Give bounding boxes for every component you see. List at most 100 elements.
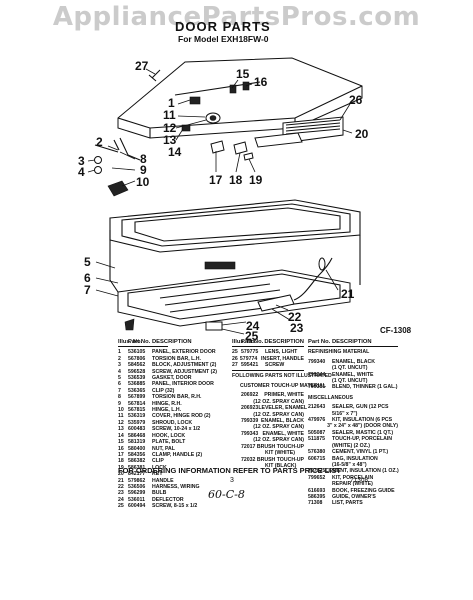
part-number: 579862	[128, 477, 146, 484]
part-number: 799381	[308, 384, 326, 391]
callout-6: 6	[84, 271, 91, 285]
header-description: DESCRIPTION	[332, 339, 372, 345]
callout-13: 13	[163, 133, 177, 147]
part-description: CLIP (32)	[152, 387, 175, 394]
illus-no: 23	[118, 490, 124, 497]
part-description: (12 OZ. SPRAY CAN)	[253, 424, 304, 431]
part-number: 579774	[239, 355, 258, 362]
part-description: LOCK	[152, 464, 167, 471]
callout-7: 7	[84, 283, 91, 297]
part-number: 576380	[308, 449, 326, 456]
part-number: 600483	[128, 426, 146, 433]
part-number: 799344	[308, 371, 326, 378]
part-number: 212643	[308, 404, 326, 411]
part-description: BRUSH TOUCH-UP	[256, 443, 304, 450]
leader-lines	[87, 68, 353, 335]
section-misc: MISCELLANEOUS	[308, 394, 353, 401]
ordering-notice: FOR ORDERING INFORMATION REFER TO PARTS …	[118, 466, 341, 475]
part-description: SCREW, ADJUSTMENT (2)	[152, 368, 217, 375]
illus-no: 8	[118, 394, 121, 401]
handle-insert	[254, 116, 344, 148]
page-subtitle: For Model EXH18FW-0	[178, 34, 269, 44]
part-description: BLOCK, ADJUSTMENT (2)	[152, 362, 217, 369]
part-number: 535979	[128, 419, 146, 426]
part-description: SCREW, 10-24 x 1/2	[152, 426, 201, 433]
part-number: 536506	[128, 483, 146, 490]
part-number: 584356	[128, 451, 146, 458]
callout-12: 12	[163, 121, 177, 135]
callout-14: 14	[168, 145, 182, 159]
part-description: CEMENT, VINYL (1 PT.)	[332, 449, 389, 456]
document-code: 71308	[350, 477, 369, 484]
part-description: BAG, INSULATION	[332, 455, 378, 462]
part-number: 600494	[128, 503, 146, 510]
callout-15: 15	[236, 67, 250, 81]
handwritten-note: 60-C-8	[208, 488, 245, 501]
part-number: 505087	[308, 429, 326, 436]
part-description: SHROUD, LOCK	[152, 419, 193, 426]
part-description: SCREW	[265, 362, 285, 369]
part-description: (12 OZ. SPRAY CAN)	[253, 437, 304, 444]
callout-10: 10	[136, 175, 150, 189]
part-description: PANEL, INTERIOR DOOR	[152, 381, 214, 388]
part-number: 579775	[241, 349, 259, 356]
part-description: HINGE, R.H.	[152, 400, 182, 407]
part-description: BOOK, FREEZING GUIDE	[332, 487, 395, 494]
header-description: DESCRIPTION	[152, 339, 192, 345]
part-description: KIT, INSULATION (6 PCS	[332, 417, 393, 424]
part-number: 596528	[128, 368, 146, 375]
part-number: 799652	[308, 474, 326, 481]
part-number: 536011	[128, 496, 146, 503]
part-number: 586395	[308, 493, 326, 500]
illus-no: 7	[118, 387, 121, 394]
part-description: 3" x 24" x 48") (DOOR ONLY)	[327, 423, 398, 430]
header-part-no: Part No.	[308, 339, 331, 345]
part-number: 580400	[128, 445, 146, 452]
part-description: (1 QT. UNCUT)	[332, 365, 368, 372]
callout-20: 20	[355, 127, 369, 141]
table-row: (12 OZ. SPRAY CAN)	[232, 412, 304, 418]
part-description: ENAMEL, BLACK	[332, 358, 375, 365]
table-row: KIT (WHITE)	[232, 450, 304, 456]
part-number: 567814	[128, 400, 146, 407]
illus-no: 4	[118, 368, 121, 375]
illus-no: 13	[118, 426, 124, 433]
part-description: LENS, LIGHT	[265, 349, 298, 356]
illus-no: 24	[118, 496, 124, 503]
part-description: (WHITE) (2 OZ.)	[332, 442, 371, 449]
part-number: 616693	[308, 487, 326, 494]
callout-27: 27	[135, 59, 149, 73]
part-description: HINGE, L.H.	[152, 407, 182, 414]
part-description: PANEL, EXTERIOR DOOR	[152, 349, 216, 356]
page-number: 3	[230, 477, 234, 484]
header-part-no: Part No.	[241, 339, 264, 345]
part-description: ENAMEL, WHITE	[332, 371, 374, 378]
part-number: 596299	[128, 490, 146, 497]
part-description: HANDLE	[152, 477, 174, 484]
